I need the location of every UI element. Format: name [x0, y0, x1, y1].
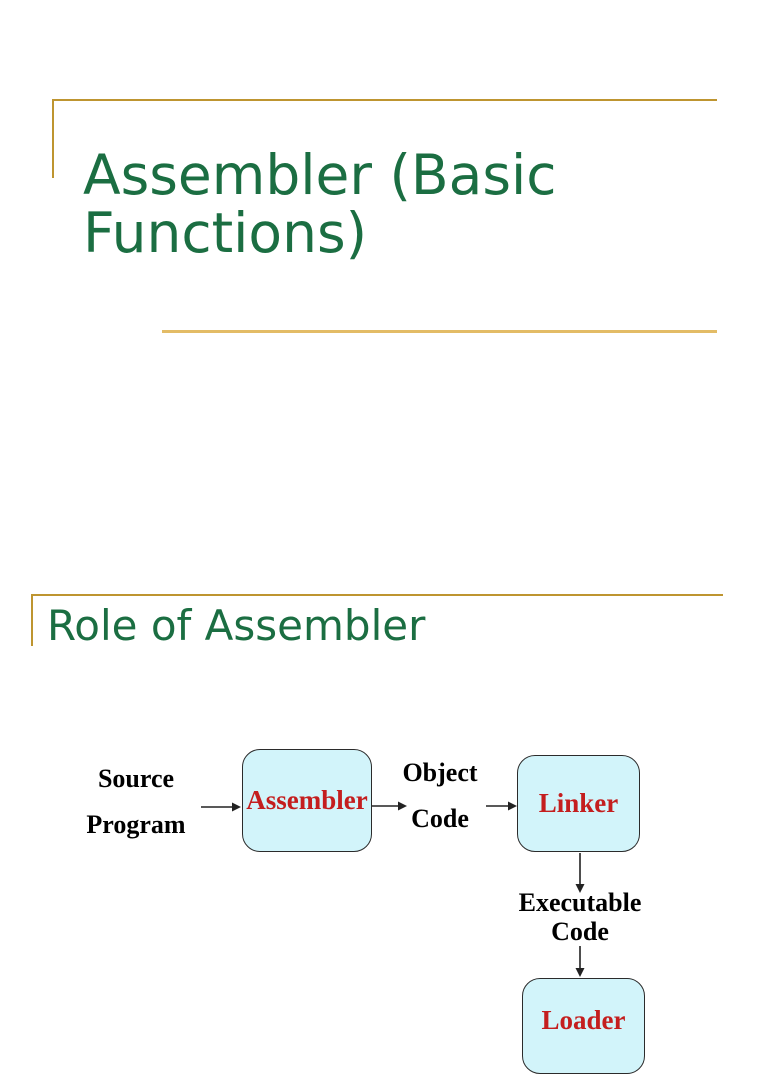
slide1-corner-rule — [52, 99, 54, 178]
object-code-label-line1: Object — [402, 758, 478, 787]
arrow-object-code-to-linker — [486, 801, 517, 811]
slide1-sub-rule — [162, 330, 717, 333]
object-code-label-line2: Code — [411, 804, 469, 833]
loader-node-label: Loader — [541, 1005, 626, 1035]
slide2-top-rule — [31, 594, 723, 596]
source-program-label-line2: Program — [86, 810, 186, 839]
diagram-arrows — [201, 801, 585, 977]
executable-code-label: Executable Code — [510, 888, 650, 946]
slides-page: { "slide1": { "title": "Assembler (Basic… — [31, 99, 723, 1074]
slide1-top-rule — [52, 99, 717, 101]
linker-node: Linker — [517, 755, 640, 852]
arrow-linker-to-executable-code — [575, 853, 585, 893]
source-program-label-line1: Source — [97, 764, 175, 793]
source-program-label: Source Program — [84, 756, 188, 848]
executable-code-label-line2: Code — [551, 917, 609, 946]
assembler-node: Assembler — [242, 749, 372, 852]
assembler-node-label: Assembler — [246, 785, 368, 815]
arrow-source-to-assembler — [201, 802, 241, 812]
executable-code-label-line1: Executable — [518, 888, 642, 917]
arrow-executable-code-to-loader — [575, 946, 585, 977]
slide1-title: Assembler (Basic Functions) — [83, 143, 557, 265]
linker-node-label: Linker — [538, 788, 619, 818]
slide2-corner-rule — [31, 594, 33, 646]
object-code-label: Object Code — [396, 750, 484, 842]
slide2-title: Role of Assembler — [47, 601, 426, 650]
loader-node: Loader — [522, 978, 645, 1074]
